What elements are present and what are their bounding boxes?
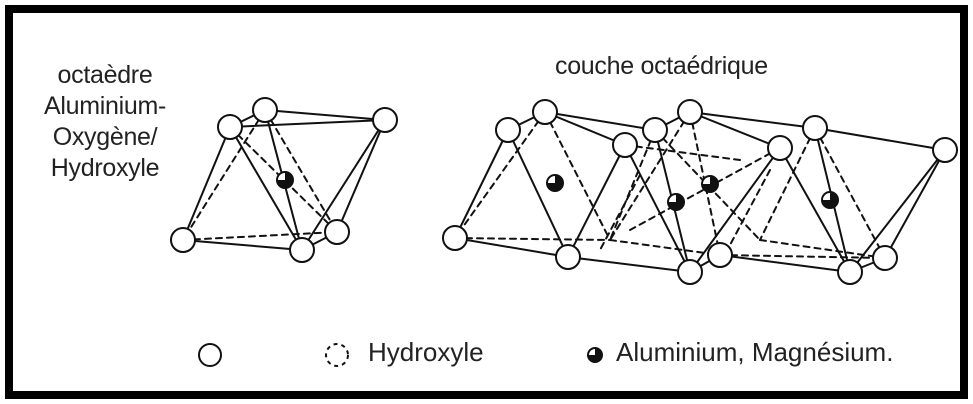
octahedron-caption: octaèdre Aluminium- Oxygène/ Hydroxyle [20, 60, 190, 184]
caption-line-1: octaèdre [57, 61, 153, 89]
caption-line-3: Oxygène/ [52, 123, 158, 151]
dashed-circle-icon [325, 343, 349, 367]
metal-atoms [276, 171, 839, 211]
open-circle-icon [198, 343, 222, 367]
legend-hydroxyl-label: Hydroxyle [368, 337, 484, 367]
legend-symbols [198, 343, 603, 367]
single-octahedron [182, 109, 386, 251]
layer-caption: couche octaédrique [555, 52, 768, 80]
oxygen-atoms [170, 97, 958, 285]
caption-line-4: Hydroxyle [50, 154, 160, 182]
caption-line-2: Aluminium- [43, 92, 167, 120]
legend-metal-label: Aluminium, Magnésium. [616, 337, 894, 367]
octahedral-layer [454, 111, 946, 273]
half-filled-circle-icon [587, 347, 603, 363]
figure-frame [5, 5, 968, 399]
